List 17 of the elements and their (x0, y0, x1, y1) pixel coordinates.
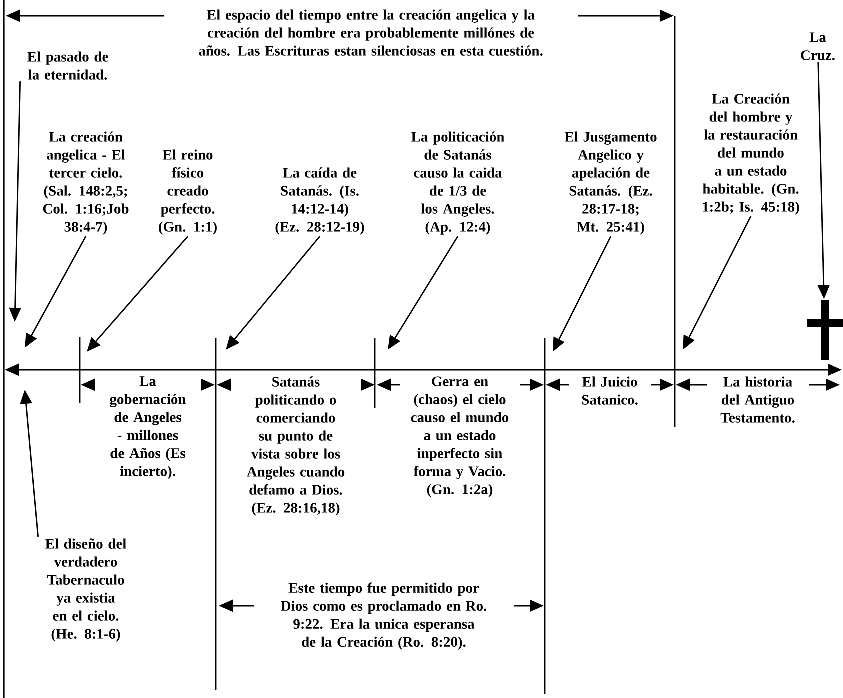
event-label: La creación angelica - El tercer cielo. (Sal. 148:2,5; Col. 1:16;Job 38:4-7) (43, 132, 129, 235)
event-label: El pasado de la eternidad. (28, 52, 108, 80)
event-label: El Jusgamento Angelico y apelación de Satanás. (Ez. 28:17-18; Mt. 25:41) (564, 132, 657, 235)
event-label: La Creación del hombre y la restauración del mundo a un estado habitable. (Gn. 1:2b; Is. 45:18) (703, 94, 800, 215)
timeline-note: Satanás politicando o comerciando su punto de vista sobre los Angeles cuando defamo a Dios. (Ez. 28:16,18) (247, 376, 345, 516)
timeline-note: Este tiempo fue permitido por Dios como es proclamado en Ro. 9:22. Era la unica esperansa de la Creación (Ro. 8:20). (281, 582, 487, 650)
event-label: La caída de Satanás. (Is. 14:12-14) (Ez. 28:12-19) (276, 168, 364, 235)
event-label: La Cruz. (801, 32, 835, 60)
event-label: La politicación de Satanás causo la caida de 1/3 de los Angeles. (Ap. 12:4) (412, 132, 504, 235)
timeline-note: La gobernación de Angeles - millones de Años (Es incierto). (110, 376, 186, 480)
event-label: El reino físico creado perfecto. (Gn. 1:1) (159, 150, 217, 235)
cross-symbol (807, 300, 843, 360)
timeline-note: Gerra en (chaos) el cielo causo el mundo a un estado inperfecto sin forma y Vacio. (Gn. 1:2a) (411, 376, 509, 498)
timeline-note: La historia del Antiguo Testamento. (720, 376, 795, 423)
timeline-note: El espacio del tiempo entre la creación angelica y la creación del hombre era probablemente millónes de años. Las Escrituras estan silenciosas en esta cuestión. (199, 10, 543, 56)
event-label: El diseño del verdadero Tabernaculo ya existia en el cielo. (He. 8:1-6) (46, 538, 126, 642)
timeline-note: El Juicio Satanico. (582, 376, 638, 405)
